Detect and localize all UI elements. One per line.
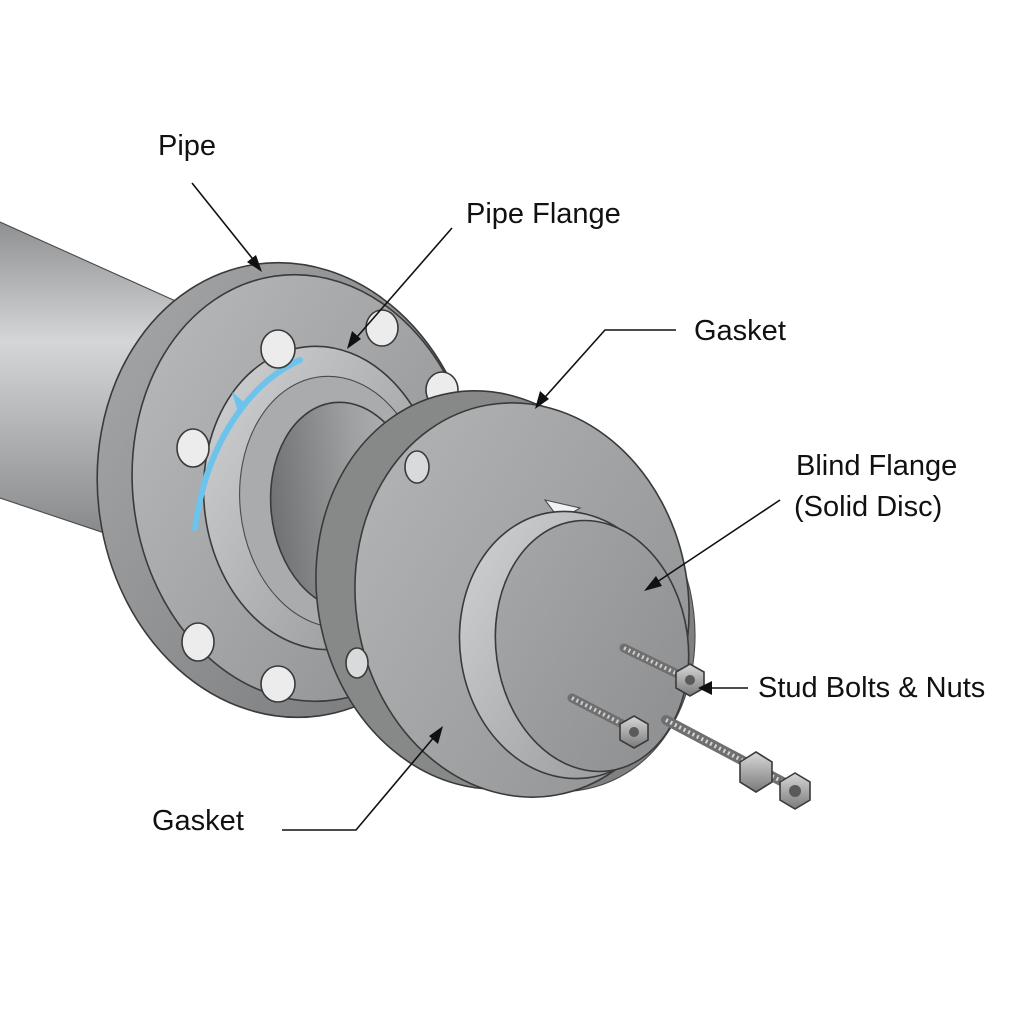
label-pipe: Pipe	[158, 130, 216, 162]
label-blind-flange-subtitle: (Solid Disc)	[794, 491, 942, 523]
arrowhead-icon	[644, 576, 662, 591]
label-gasket-bottom: Gasket	[152, 805, 244, 837]
blind-flange-bolt-hole	[345, 647, 369, 679]
label-pipe-flange: Pipe Flange	[466, 198, 621, 230]
seat-marker-icon	[232, 392, 246, 412]
stud-bolt	[567, 693, 649, 749]
stud-bolt	[619, 643, 705, 697]
leader-gasket-top	[537, 329, 676, 406]
bolt-hole	[260, 329, 296, 369]
label-blind-flange: Blind Flange	[796, 450, 957, 482]
labels: Pipe Pipe Flange Gasket Blind Flange (So…	[152, 130, 985, 837]
leader-blind-flange	[647, 499, 781, 589]
bolt-hole	[260, 665, 296, 703]
arrowhead-icon	[698, 681, 712, 695]
blind-flange-assembly	[315, 390, 696, 798]
blind-flange-bolt-hole	[404, 450, 430, 484]
arrowhead-icon	[535, 391, 549, 409]
pipe-flange-seat-highlight	[192, 357, 303, 531]
label-gasket-top: Gasket	[694, 315, 786, 347]
arrowhead-icon	[247, 255, 262, 272]
leader-gasket-bottom	[282, 729, 441, 831]
solid-disc	[494, 519, 690, 773]
leader-pipe	[191, 182, 261, 269]
label-stud-bolts: Stud Bolts & Nuts	[758, 672, 985, 704]
bolt-hole	[365, 309, 399, 347]
bolt-hole	[181, 622, 215, 662]
leader-pipe-flange	[349, 227, 453, 346]
stud-bolt	[661, 715, 811, 810]
arrowhead-icon	[347, 331, 361, 349]
pipe-flange-bolt-holes	[176, 309, 459, 703]
leader-lines	[191, 182, 781, 831]
bolt-hole	[176, 428, 210, 468]
stud-bolts-and-nuts	[567, 643, 811, 810]
arrowhead-icon	[429, 726, 443, 744]
hex-nut-icon	[739, 751, 773, 793]
